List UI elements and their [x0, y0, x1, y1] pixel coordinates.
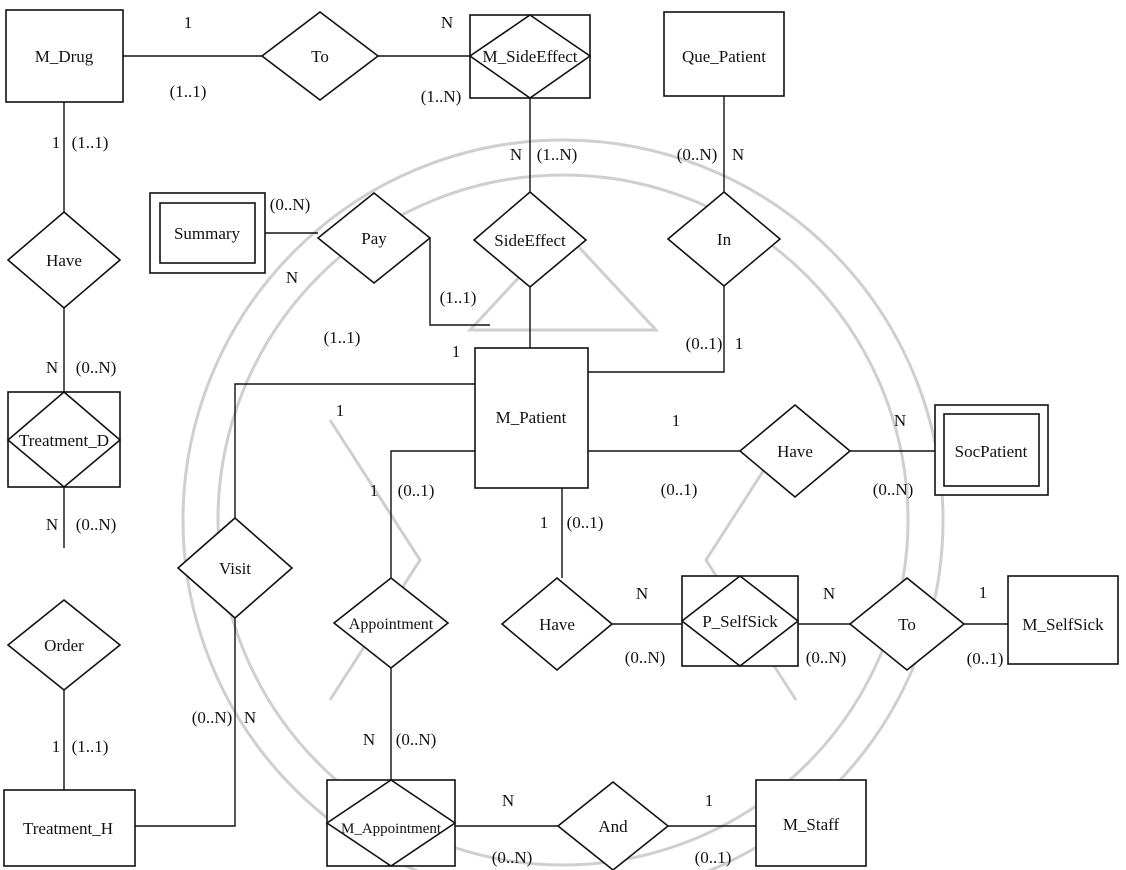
cardinality-label: N: [286, 268, 298, 287]
cardinality-label: N: [732, 145, 744, 164]
relationship-in: In: [668, 192, 780, 286]
cardinality-label: N: [244, 708, 256, 727]
relationship-have-selfsick: Have: [502, 578, 612, 670]
svg-text:To: To: [898, 615, 916, 634]
svg-text:Treatment_H: Treatment_H: [23, 819, 113, 838]
cardinality-label: (1..N): [421, 87, 462, 106]
svg-text:M_Drug: M_Drug: [35, 47, 94, 66]
assoc-entity-m-appointment: M_Appointment: [327, 780, 455, 866]
relationship-to-drug: To: [262, 12, 378, 100]
entity-m-selfsick: M_SelfSick: [1008, 576, 1118, 664]
entity-socpatient: SocPatient: [935, 405, 1048, 495]
cardinality-label: N: [441, 13, 453, 32]
cardinality-label: N: [510, 145, 522, 164]
cardinality-label: 1: [735, 334, 744, 353]
assoc-entity-treatment-d: Treatment_D: [8, 392, 120, 487]
cardinality-label: 1: [370, 481, 379, 500]
svg-text:Have: Have: [46, 251, 82, 270]
cardinality-label: N: [46, 358, 58, 377]
cardinality-label: N: [46, 515, 58, 534]
entity-que-patient: Que_Patient: [664, 12, 784, 96]
relationship-sideeffect: SideEffect: [474, 192, 586, 287]
cardinality-label: (1..1): [440, 288, 477, 307]
svg-text:M_Appointment: M_Appointment: [341, 821, 442, 837]
svg-text:M_SideEffect: M_SideEffect: [482, 47, 577, 66]
svg-text:Appointment: Appointment: [349, 616, 434, 633]
cardinality-label: (0..N): [396, 730, 437, 749]
cardinality-label: N: [363, 730, 375, 749]
svg-text:In: In: [717, 230, 732, 249]
cardinality-label: 1: [52, 133, 61, 152]
cardinality-label: 1: [705, 791, 714, 810]
assoc-entity-p-selfsick: P_SelfSick: [682, 576, 798, 666]
svg-text:Treatment_D: Treatment_D: [19, 431, 109, 450]
cardinality-label: N: [894, 411, 906, 430]
svg-text:SocPatient: SocPatient: [955, 442, 1028, 461]
cardinality-label: 1: [52, 737, 61, 756]
relationship-to-selfsick: To: [850, 578, 964, 670]
relationship-and: And: [558, 782, 668, 870]
svg-text:Summary: Summary: [174, 224, 241, 243]
entity-summary: Summary: [150, 193, 265, 273]
cardinality-label: 1: [452, 342, 461, 361]
cardinality-label: (1..1): [72, 133, 109, 152]
cardinality-label: (1..1): [170, 82, 207, 101]
cardinality-label: (0..1): [686, 334, 723, 353]
cardinality-label: (0..N): [192, 708, 233, 727]
relationship-pay: Pay: [318, 193, 430, 283]
svg-text:M_Staff: M_Staff: [783, 815, 840, 834]
cardinality-label: (0..N): [270, 195, 311, 214]
entity-m-patient: M_Patient: [475, 348, 588, 488]
svg-text:M_Patient: M_Patient: [496, 408, 567, 427]
cardinality-label: (0..N): [873, 480, 914, 499]
svg-text:Visit: Visit: [219, 559, 251, 578]
cardinality-label: (0..N): [806, 648, 847, 667]
svg-text:P_SelfSick: P_SelfSick: [702, 612, 778, 631]
cardinality-label: (0..1): [661, 480, 698, 499]
cardinality-label: 1: [672, 411, 681, 430]
svg-text:To: To: [311, 47, 329, 66]
svg-text:Have: Have: [539, 615, 575, 634]
cardinality-label: 1: [336, 401, 345, 420]
assoc-entity-m-sideeffect: M_SideEffect: [470, 15, 590, 98]
svg-text:SideEffect: SideEffect: [494, 231, 566, 250]
svg-text:And: And: [598, 817, 628, 836]
cardinality-label: (0..1): [567, 513, 604, 532]
cardinality-label: (0..N): [492, 848, 533, 867]
cardinality-label: (0..1): [967, 649, 1004, 668]
cardinality-label: (0..1): [398, 481, 435, 500]
relationship-order: Order: [8, 600, 120, 690]
svg-text:Order: Order: [44, 636, 84, 655]
svg-text:Have: Have: [777, 442, 813, 461]
cardinality-label: N: [823, 584, 835, 603]
cardinality-label: (0..N): [76, 358, 117, 377]
cardinality-label: (1..N): [537, 145, 578, 164]
cardinality-label: 1: [540, 513, 549, 532]
cardinality-label: (1..1): [324, 328, 361, 347]
cardinality-label: (1..1): [72, 737, 109, 756]
entity-m-staff: M_Staff: [756, 780, 866, 866]
relationship-appointment: Appointment: [334, 578, 448, 668]
cardinality-label: (0..N): [76, 515, 117, 534]
svg-text:Pay: Pay: [361, 229, 387, 248]
cardinality-label: (0..N): [625, 648, 666, 667]
entity-treatment-h: Treatment_H: [4, 790, 135, 866]
cardinality-label: (0..1): [695, 848, 732, 867]
cardinality-label: 1: [184, 13, 193, 32]
cardinality-label: 1: [979, 583, 988, 602]
entity-m-drug: M_Drug: [6, 10, 123, 102]
relationship-have-drug: Have: [8, 212, 120, 308]
cardinality-label: N: [502, 791, 514, 810]
cardinality-label: (0..N): [677, 145, 718, 164]
cardinality-label: N: [636, 584, 648, 603]
svg-text:Que_Patient: Que_Patient: [682, 47, 766, 66]
svg-text:M_SelfSick: M_SelfSick: [1022, 615, 1104, 634]
relationship-visit: Visit: [178, 518, 292, 618]
